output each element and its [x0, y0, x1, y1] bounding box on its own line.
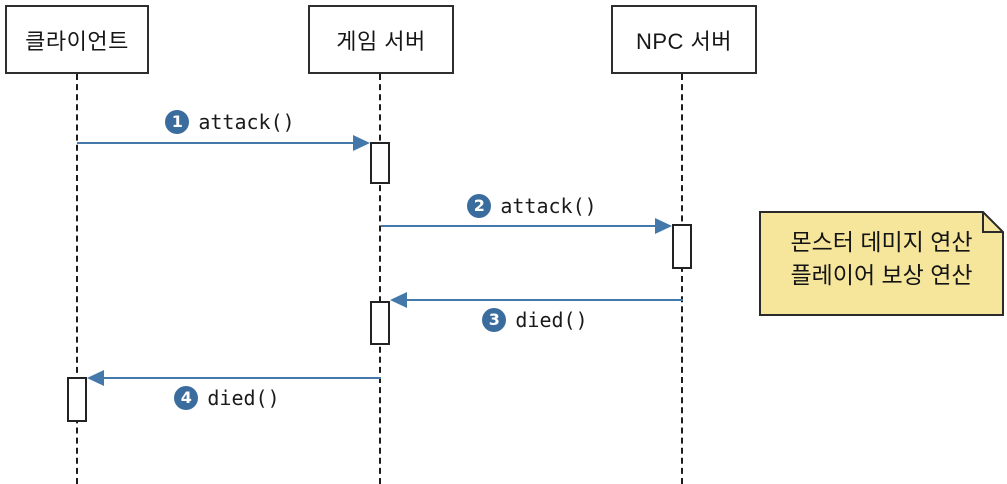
activation-bar-game-server-2 — [370, 301, 390, 345]
message-4-number-badge: 4 — [174, 386, 199, 410]
message-4-arrowhead-icon — [87, 370, 104, 386]
message-2-label: 2 attack() — [437, 193, 627, 219]
actor-box-client: 클라이언트 — [5, 5, 149, 74]
actor-label-client: 클라이언트 — [25, 28, 129, 54]
message-3-number-badge: 3 — [482, 308, 507, 332]
note-fold-icon — [982, 212, 1003, 233]
message-1-number-badge: 1 — [165, 110, 190, 134]
message-2-arrow-line — [381, 225, 657, 227]
note-text: 몬스터 데미지 연산 플레이어 보상 연산 — [759, 226, 1004, 292]
actor-box-npc-server: NPC 서버 — [611, 5, 757, 74]
actor-label-npc-server: NPC 서버 — [635, 28, 733, 54]
message-1-label: 1 attack() — [135, 109, 325, 135]
lifeline-client — [76, 74, 78, 484]
message-4-arrow-line — [104, 377, 381, 379]
message-3-text: died() — [515, 308, 588, 332]
message-1-text: attack() — [198, 110, 295, 134]
message-4-text: died() — [207, 386, 280, 410]
message-3-label: 3 died() — [440, 307, 630, 333]
message-1-arrow-line — [77, 142, 355, 144]
activation-bar-npc-server — [672, 224, 692, 269]
message-1-arrowhead-icon — [353, 135, 370, 151]
message-2-number-badge: 2 — [467, 194, 492, 218]
activation-bar-game-server-1 — [370, 142, 390, 184]
lifeline-game-server — [379, 74, 381, 484]
message-2-text: attack() — [500, 194, 597, 218]
note-body — [759, 211, 1004, 316]
lifeline-npc-server — [681, 74, 683, 484]
message-3-arrow-line — [407, 299, 683, 301]
message-4-label: 4 died() — [132, 385, 322, 411]
activation-bar-client — [67, 377, 87, 422]
note-text-line-2: 플레이어 보상 연산 — [790, 262, 973, 288]
actor-box-game-server: 게임 서버 — [308, 5, 454, 74]
note-shape — [759, 211, 1004, 316]
actor-label-game-server: 게임 서버 — [336, 28, 426, 54]
message-2-arrowhead-icon — [655, 218, 672, 234]
note-text-line-1: 몬스터 데미지 연산 — [790, 229, 973, 255]
message-3-arrowhead-icon — [390, 292, 407, 308]
